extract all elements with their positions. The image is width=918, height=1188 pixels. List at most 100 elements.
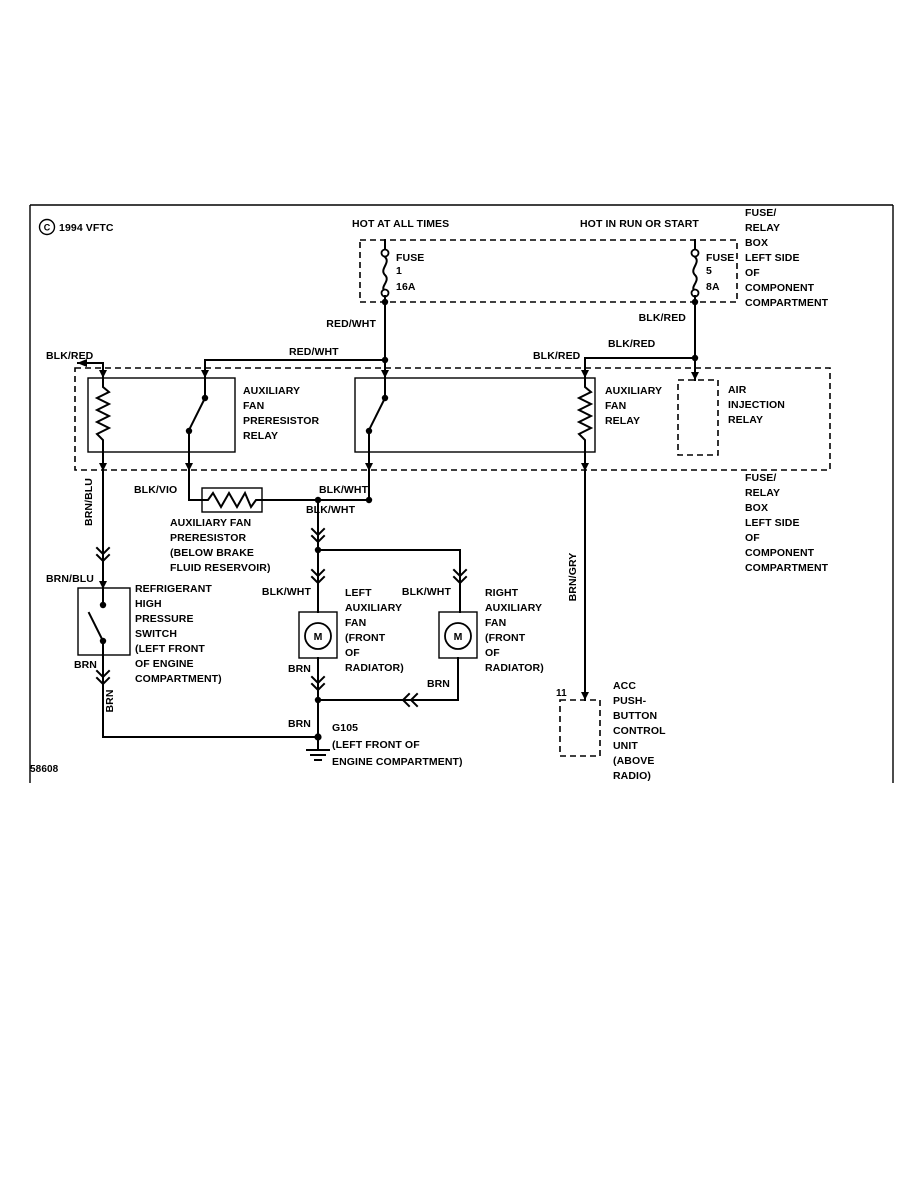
fuse-5: FUSE 5 8A [690, 239, 734, 298]
wire-label-brn-3: BRN [288, 663, 311, 675]
relay-label-line: RELAY [243, 430, 278, 442]
connector-icon [95, 546, 111, 556]
relay-outline [354, 377, 596, 453]
connector-icon [95, 553, 111, 563]
fuse5-label: FUSE [706, 252, 734, 264]
switch-label-line: COMPARTMENT) [135, 673, 222, 685]
acc-label-line: BUTTON [613, 710, 657, 722]
wire-label-blk-red-3: BLK/RED [533, 350, 581, 362]
connector-icon [310, 534, 326, 544]
fuse5-number: 5 [706, 265, 712, 277]
aux-fan-relay: AUXILIARY FAN RELAY [354, 377, 662, 453]
note-line: RELAY [745, 487, 780, 499]
wire-label-brn-4: BRN [427, 678, 450, 690]
wire-label-brn-2: BRN [104, 689, 116, 712]
brn-run-fans: BRN BRN BRN [288, 657, 459, 738]
fan-label-line: AUXILIARY [345, 602, 402, 614]
connector-icon [452, 575, 468, 585]
arrow-icon [691, 372, 699, 380]
aux-fan-preresistor: AUXILIARY FAN PRERESISTOR (BELOW BRAKE F… [170, 487, 270, 574]
wire-label-blk-red-2: BLK/RED [608, 338, 656, 350]
note-line: RELAY [745, 222, 780, 234]
fan-label-line: (FRONT [485, 632, 526, 644]
fuse5-rating: 8A [706, 281, 720, 293]
note-line: LEFT SIDE [745, 517, 800, 529]
ground-icon [306, 749, 330, 761]
fuse-terminal-icon [380, 248, 390, 258]
connector-icon [409, 692, 419, 708]
ground-label-line: ENGINE COMPARTMENT) [332, 756, 463, 768]
wire-label-blk-vio: BLK/VIO [134, 484, 177, 496]
resistor-icon [201, 490, 263, 510]
note-line: COMPONENT [745, 547, 815, 559]
relay-label-line: AUXILIARY [243, 385, 300, 397]
relay-label-line: FAN [605, 400, 626, 412]
acc-label-line: UNIT [613, 740, 638, 752]
doc-number: 58608 [30, 764, 59, 775]
motor-icon [444, 622, 472, 650]
note-line: COMPARTMENT [745, 297, 829, 309]
arrow-icon [77, 359, 87, 367]
note-line: LEFT SIDE [745, 252, 800, 264]
relay-label-line: PRERESISTOR [243, 415, 319, 427]
wire-label-brn-blu-1: BRN/BLU [83, 478, 95, 526]
preresistor-label-line: (BELOW BRAKE [170, 547, 254, 559]
note-line: COMPARTMENT [745, 562, 829, 574]
relay-box-outline [74, 367, 831, 471]
acc-label-line: CONTROL [613, 725, 666, 737]
relay-coil-icon [94, 377, 112, 453]
fuse1-rating: 16A [396, 281, 416, 293]
wire-label-brn-blu-2: BRN/BLU [46, 573, 94, 585]
wire-label-brn-5: BRN [288, 718, 311, 730]
fuse-box-outline [359, 239, 738, 303]
relay-outline [87, 377, 236, 453]
connector-icon [310, 527, 326, 537]
relay-label-line: FAN [243, 400, 264, 412]
wire-label-blk-red-4: BLK/RED [46, 350, 94, 362]
connector-icon [95, 669, 111, 679]
fan-label-line: RIGHT [485, 587, 519, 599]
copyright-symbol: C [44, 223, 51, 233]
acc-label-line: (ABOVE [613, 755, 654, 767]
relay-outline [677, 379, 719, 456]
blk-wht-network: BLK/WHT BLK/WHT BLK/WHT BLK/WHT [261, 451, 468, 613]
fan-label-line: FAN [485, 617, 506, 629]
acc-control-unit: 11 ACC PUSH- BUTTON CONTROL UNIT (ABOVE … [556, 680, 666, 782]
brn-gry-run: BRN/GRY [567, 451, 589, 701]
preresistor-label-line: AUXILIARY FAN [170, 517, 251, 529]
relay-label-line: RELAY [728, 414, 763, 426]
ground-g105: G105 (LEFT FRONT OF ENGINE COMPARTMENT) [306, 722, 463, 768]
connector-icon [310, 568, 326, 578]
fan-label-line: FAN [345, 617, 366, 629]
connector-icon [95, 676, 111, 686]
page-frame [29, 204, 894, 783]
note-line: OF [745, 532, 760, 544]
ground-label-line: G105 [332, 722, 358, 734]
acc-pin-number: 11 [556, 688, 567, 699]
aux-fan-preresistor-relay: AUXILIARY FAN PRERESISTOR RELAY [87, 377, 319, 453]
motor-icon [304, 622, 332, 650]
switch-label-line: HIGH [135, 598, 162, 610]
fuse1-label: FUSE [396, 252, 424, 264]
arrow-icon [581, 692, 589, 700]
switch-label-line: REFRIGERANT [135, 583, 212, 595]
connector-icon [310, 682, 326, 692]
hot-in-run-or-start-label: HOT IN RUN OR START [580, 218, 699, 230]
note-line: BOX [745, 237, 768, 249]
switch-label-line: OF ENGINE [135, 658, 194, 670]
air-injection-relay: AIR INJECTION RELAY [677, 379, 785, 456]
motor-letter: M [454, 631, 463, 643]
connector-icon [452, 568, 468, 578]
fan-label-line: LEFT [345, 587, 372, 599]
relay-coil-icon [576, 377, 594, 453]
copyright-text: 1994 VFTC [59, 222, 114, 234]
note-line: COMPONENT [745, 282, 815, 294]
switch-label-line: (LEFT FRONT [135, 643, 205, 655]
fan-label-line: AUXILIARY [485, 602, 542, 614]
motor-letter: M [314, 631, 323, 643]
wire-label-brn-1: BRN [74, 659, 97, 671]
switch-label-line: SWITCH [135, 628, 177, 640]
switch-arm-icon [87, 611, 105, 643]
fuse-element-icon [382, 255, 388, 293]
